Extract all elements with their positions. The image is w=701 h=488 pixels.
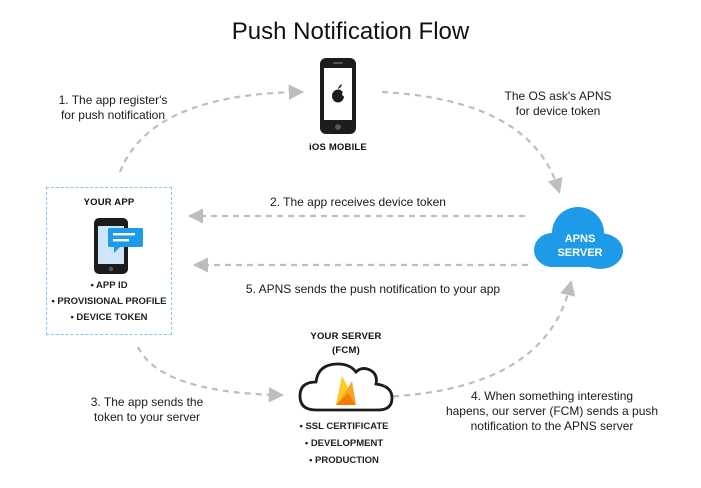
app-id-item: • APP ID: [90, 280, 128, 291]
your-server-caption-line1: YOUR SERVER: [310, 331, 382, 342]
step-apns-sends-label: 5. APNS sends the push notification to y…: [245, 282, 501, 296]
provisional-profile-item: • PROVISIONAL PROFILE: [51, 296, 167, 307]
apns-label: APNS SERVER: [548, 232, 612, 260]
page-title: Push Notification Flow: [231, 18, 470, 45]
step-sends-line1: 3. The app sends the: [90, 395, 204, 409]
apns-label-line1: APNS: [564, 233, 596, 245]
step-receives-label: 2. The app receives device token: [270, 195, 446, 209]
step-sends-label: 3. The app sends the token to your serve…: [62, 395, 232, 425]
ssl-certificate-item: • SSL CERTIFICATE: [299, 421, 389, 432]
step-register-label: 1. The app register's for push notificat…: [28, 93, 198, 123]
step-sends-line2: token to your server: [93, 410, 201, 424]
step-register-line2: for push notification: [60, 108, 166, 122]
step-os-label: The OS ask's APNS for device token: [478, 89, 638, 119]
your-server-caption-line2: (FCM): [332, 345, 360, 356]
your-server-caption: YOUR SERVER (FCM): [296, 330, 396, 358]
step-server-label: 4. When something interesting hapens, ou…: [432, 389, 672, 434]
arrow-phone-to-apns: [381, 90, 563, 194]
chat-bubble-icon: [108, 228, 143, 253]
your-app-caption: YOUR APP: [83, 197, 135, 208]
step-os-line1: The OS ask's APNS: [504, 89, 612, 103]
step-server-line1: 4. When something interesting: [470, 389, 634, 403]
apple-logo-icon: [332, 84, 347, 103]
step-server-line2: hapens, our server (FCM) sends a push: [445, 404, 659, 418]
step-register-line1: 1. The app register's: [58, 93, 168, 107]
arrow-server-to-apns: [381, 280, 576, 399]
firebase-icon: [336, 376, 356, 405]
ios-phone-icon: [320, 58, 356, 134]
arrow-app-to-server: [137, 346, 285, 403]
your-app-box: [46, 187, 172, 335]
apns-cloud-icon: [534, 207, 623, 269]
ios-mobile-caption: iOS MOBILE: [309, 142, 367, 153]
apns-label-line2: SERVER: [557, 247, 603, 259]
step-os-line2: for device token: [515, 104, 601, 118]
step-server-line3: notification to the APNS server: [470, 419, 634, 433]
development-item: • DEVELOPMENT: [304, 438, 384, 449]
production-item: • PRODUCTION: [309, 455, 379, 466]
device-token-item: • DEVICE TOKEN: [70, 312, 148, 323]
